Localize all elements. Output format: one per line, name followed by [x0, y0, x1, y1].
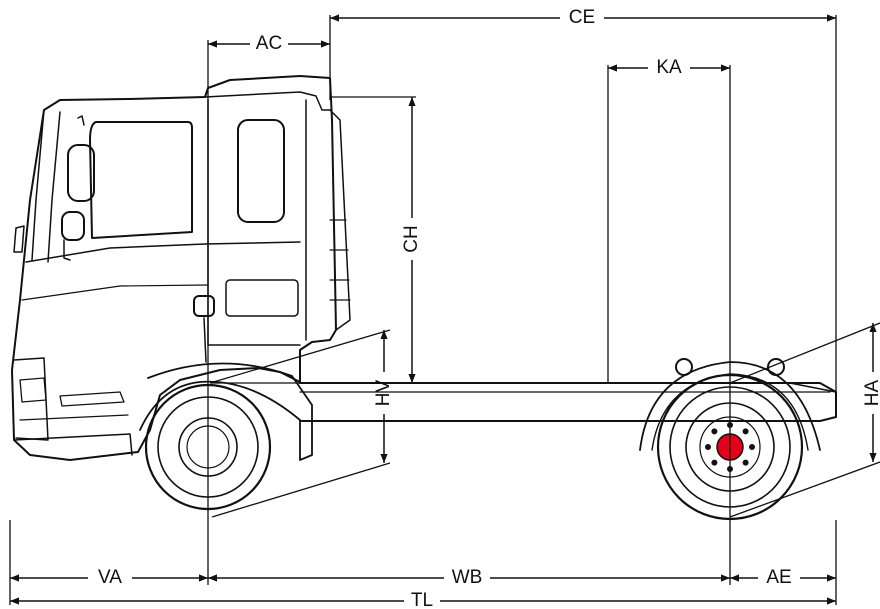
ext-hv-bottom [211, 462, 391, 518]
mirror-lower [61, 211, 85, 241]
label-hv: HV [373, 379, 394, 406]
label-ch: CH [401, 225, 422, 252]
entry-steps [203, 317, 207, 363]
mirror-stem [63, 239, 71, 261]
bumper-lower [19, 414, 129, 421]
rear-fender-bolt-left [675, 358, 693, 376]
beltline [25, 241, 301, 263]
rear-fender-bolt-right [767, 358, 785, 376]
lug-nut [749, 444, 755, 450]
ext-hv-top [209, 329, 391, 384]
front-mirror [13, 225, 25, 253]
a-pillar-inner [47, 111, 61, 263]
ext-ha-bottom [729, 461, 880, 518]
rear-wheel-lug-nuts [705, 422, 755, 472]
truck-drawing [11, 75, 837, 521]
label-wb: WB [452, 567, 483, 588]
frame-rear-tip [789, 382, 837, 393]
rear-side-window [237, 119, 285, 223]
front-step [59, 391, 125, 407]
lug-nut [711, 428, 718, 435]
a-pillar [31, 109, 45, 261]
lug-nut [742, 428, 749, 435]
label-ha: HA [862, 379, 880, 406]
side-panel [225, 279, 299, 317]
roof-deflector [204, 91, 331, 111]
label-ae: AE [766, 567, 791, 588]
door-window [89, 121, 193, 239]
mirror-arm [77, 115, 85, 126]
side-crease [21, 284, 209, 301]
label-ac: AC [256, 33, 282, 54]
front-fender [139, 362, 313, 461]
lug-nut [742, 459, 749, 466]
cab-outline [11, 75, 337, 461]
frame-rail [299, 382, 837, 422]
label-va: VA [98, 567, 122, 588]
lug-nut [705, 444, 711, 450]
lug-nut [711, 459, 718, 466]
intake-ribs [329, 219, 351, 301]
bumper [13, 433, 133, 456]
label-tl: TL [411, 590, 433, 609]
label-ka: KA [656, 57, 682, 78]
door-handle [193, 295, 215, 317]
dimension-labels: AC CE KA CH HV HA VA WB AE TL [98, 7, 880, 609]
extension-lines [9, 15, 880, 605]
mirror-upper [67, 144, 95, 202]
grille [13, 357, 49, 441]
ext-ha-top [729, 322, 880, 384]
dimension-lines [10, 14, 877, 605]
rear-air-intake [329, 109, 351, 331]
headlight [19, 377, 47, 403]
label-ce: CE [569, 7, 595, 28]
